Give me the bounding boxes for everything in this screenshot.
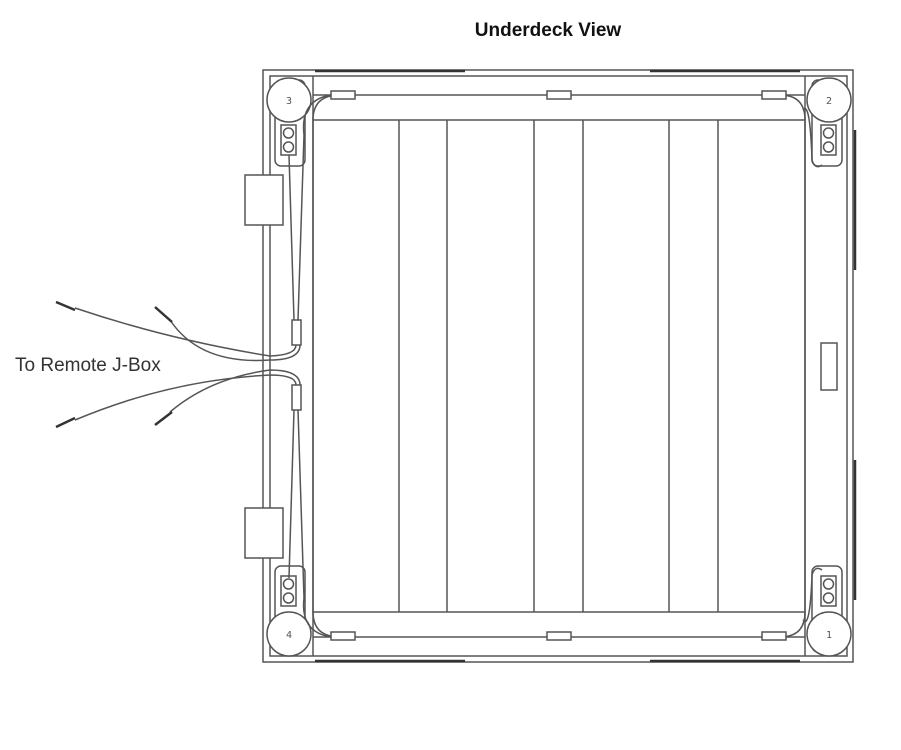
corner-label-1: 1 bbox=[826, 630, 832, 641]
deck-frame bbox=[262, 69, 857, 663]
deck-panels bbox=[312, 90, 838, 641]
wiring bbox=[55, 94, 823, 638]
corner-label-3: 3 bbox=[286, 96, 292, 107]
corner-label-4: 4 bbox=[286, 630, 292, 641]
wire-label: To Remote J-Box bbox=[15, 355, 161, 376]
corner-feet bbox=[266, 77, 852, 657]
junction-boxes bbox=[244, 174, 284, 559]
diagram-title: Underdeck View bbox=[474, 20, 622, 41]
corner-label-2: 2 bbox=[826, 96, 832, 107]
